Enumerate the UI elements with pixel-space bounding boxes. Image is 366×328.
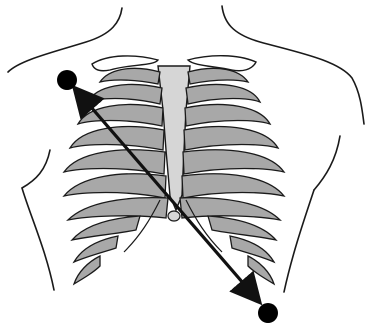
lower-left-electrode [258,303,278,323]
upper-right-electrode [57,70,77,90]
ribs-right [180,68,284,284]
